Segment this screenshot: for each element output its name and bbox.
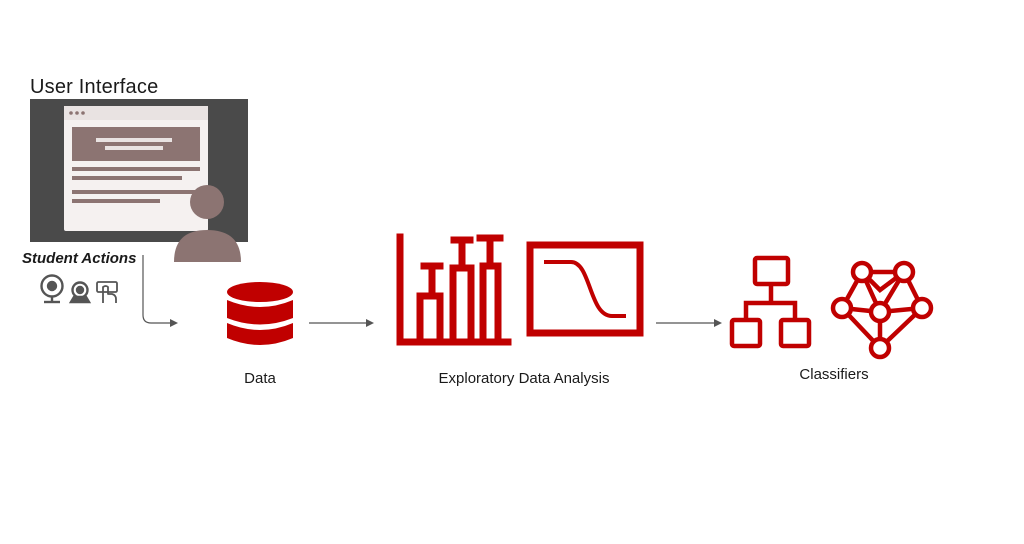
decision-tree-icon bbox=[729, 255, 812, 349]
window-dot-icon bbox=[75, 111, 79, 115]
content-line bbox=[72, 199, 160, 203]
banner-line bbox=[105, 146, 163, 150]
arrow-eda-to-classifiers bbox=[656, 319, 722, 327]
student-avatar-icon bbox=[174, 185, 241, 262]
user-interface-screen bbox=[30, 99, 248, 242]
user-interface-title: User Interface bbox=[30, 76, 159, 98]
bar-chart-icon bbox=[396, 233, 512, 346]
line-chart-icon bbox=[526, 241, 644, 337]
camera-icon bbox=[68, 281, 92, 304]
content-line bbox=[72, 190, 200, 194]
window-dot-icon bbox=[69, 111, 73, 115]
data-stage-label: Data bbox=[244, 370, 276, 387]
neural-network-icon bbox=[830, 260, 934, 360]
eda-stage-label: Exploratory Data Analysis bbox=[438, 370, 610, 387]
content-line bbox=[72, 167, 200, 171]
arrow-data-to-eda bbox=[309, 319, 374, 327]
webcam-icon bbox=[40, 274, 64, 304]
classifiers-stage-label: Classifiers bbox=[799, 366, 869, 383]
student-actions-label: Student Actions bbox=[22, 250, 137, 267]
content-line bbox=[72, 176, 182, 180]
content-banner bbox=[72, 127, 200, 161]
browser-titlebar bbox=[64, 106, 208, 120]
arrow-actions-to-data bbox=[142, 255, 178, 327]
banner-line bbox=[96, 138, 172, 142]
database-icon bbox=[227, 282, 293, 345]
window-dot-icon bbox=[81, 111, 85, 115]
touch-hand-icon bbox=[96, 281, 118, 303]
